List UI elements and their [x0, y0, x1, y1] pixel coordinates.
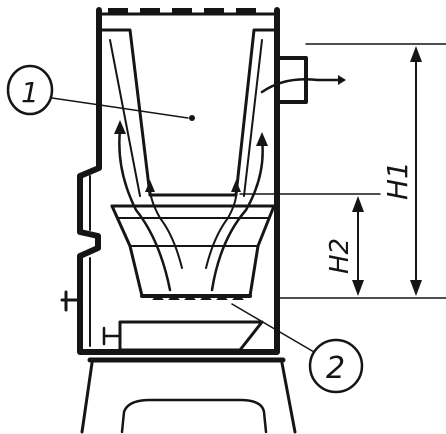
door-knob: [60, 290, 82, 312]
arrow-icon: [205, 180, 241, 269]
callout-2: [231, 303, 364, 394]
combustion-chamber: [98, 28, 279, 197]
stove-body: [77, 7, 280, 355]
top-plate: [108, 8, 256, 15]
air-flow-arrows: [114, 120, 268, 292]
callout-2-number: 2: [326, 351, 345, 386]
flue-outlet: [260, 56, 346, 104]
dimension-h2: [352, 196, 364, 296]
fuel-basket: [110, 204, 276, 298]
arrow-icon: [145, 180, 183, 269]
callout-1: [6, 64, 195, 121]
dimension-h2-label: H2: [325, 238, 355, 274]
dimension-h1: [410, 46, 422, 296]
dimension-lines: [239, 43, 446, 299]
grate: [140, 294, 252, 300]
dimension-h1-label: H1: [381, 161, 414, 200]
ash-drawer: [102, 320, 264, 352]
base-stand: [80, 357, 297, 434]
arrow-icon: [210, 132, 268, 292]
arrow-icon: [114, 120, 172, 292]
callout-1-number: 1: [21, 76, 39, 109]
